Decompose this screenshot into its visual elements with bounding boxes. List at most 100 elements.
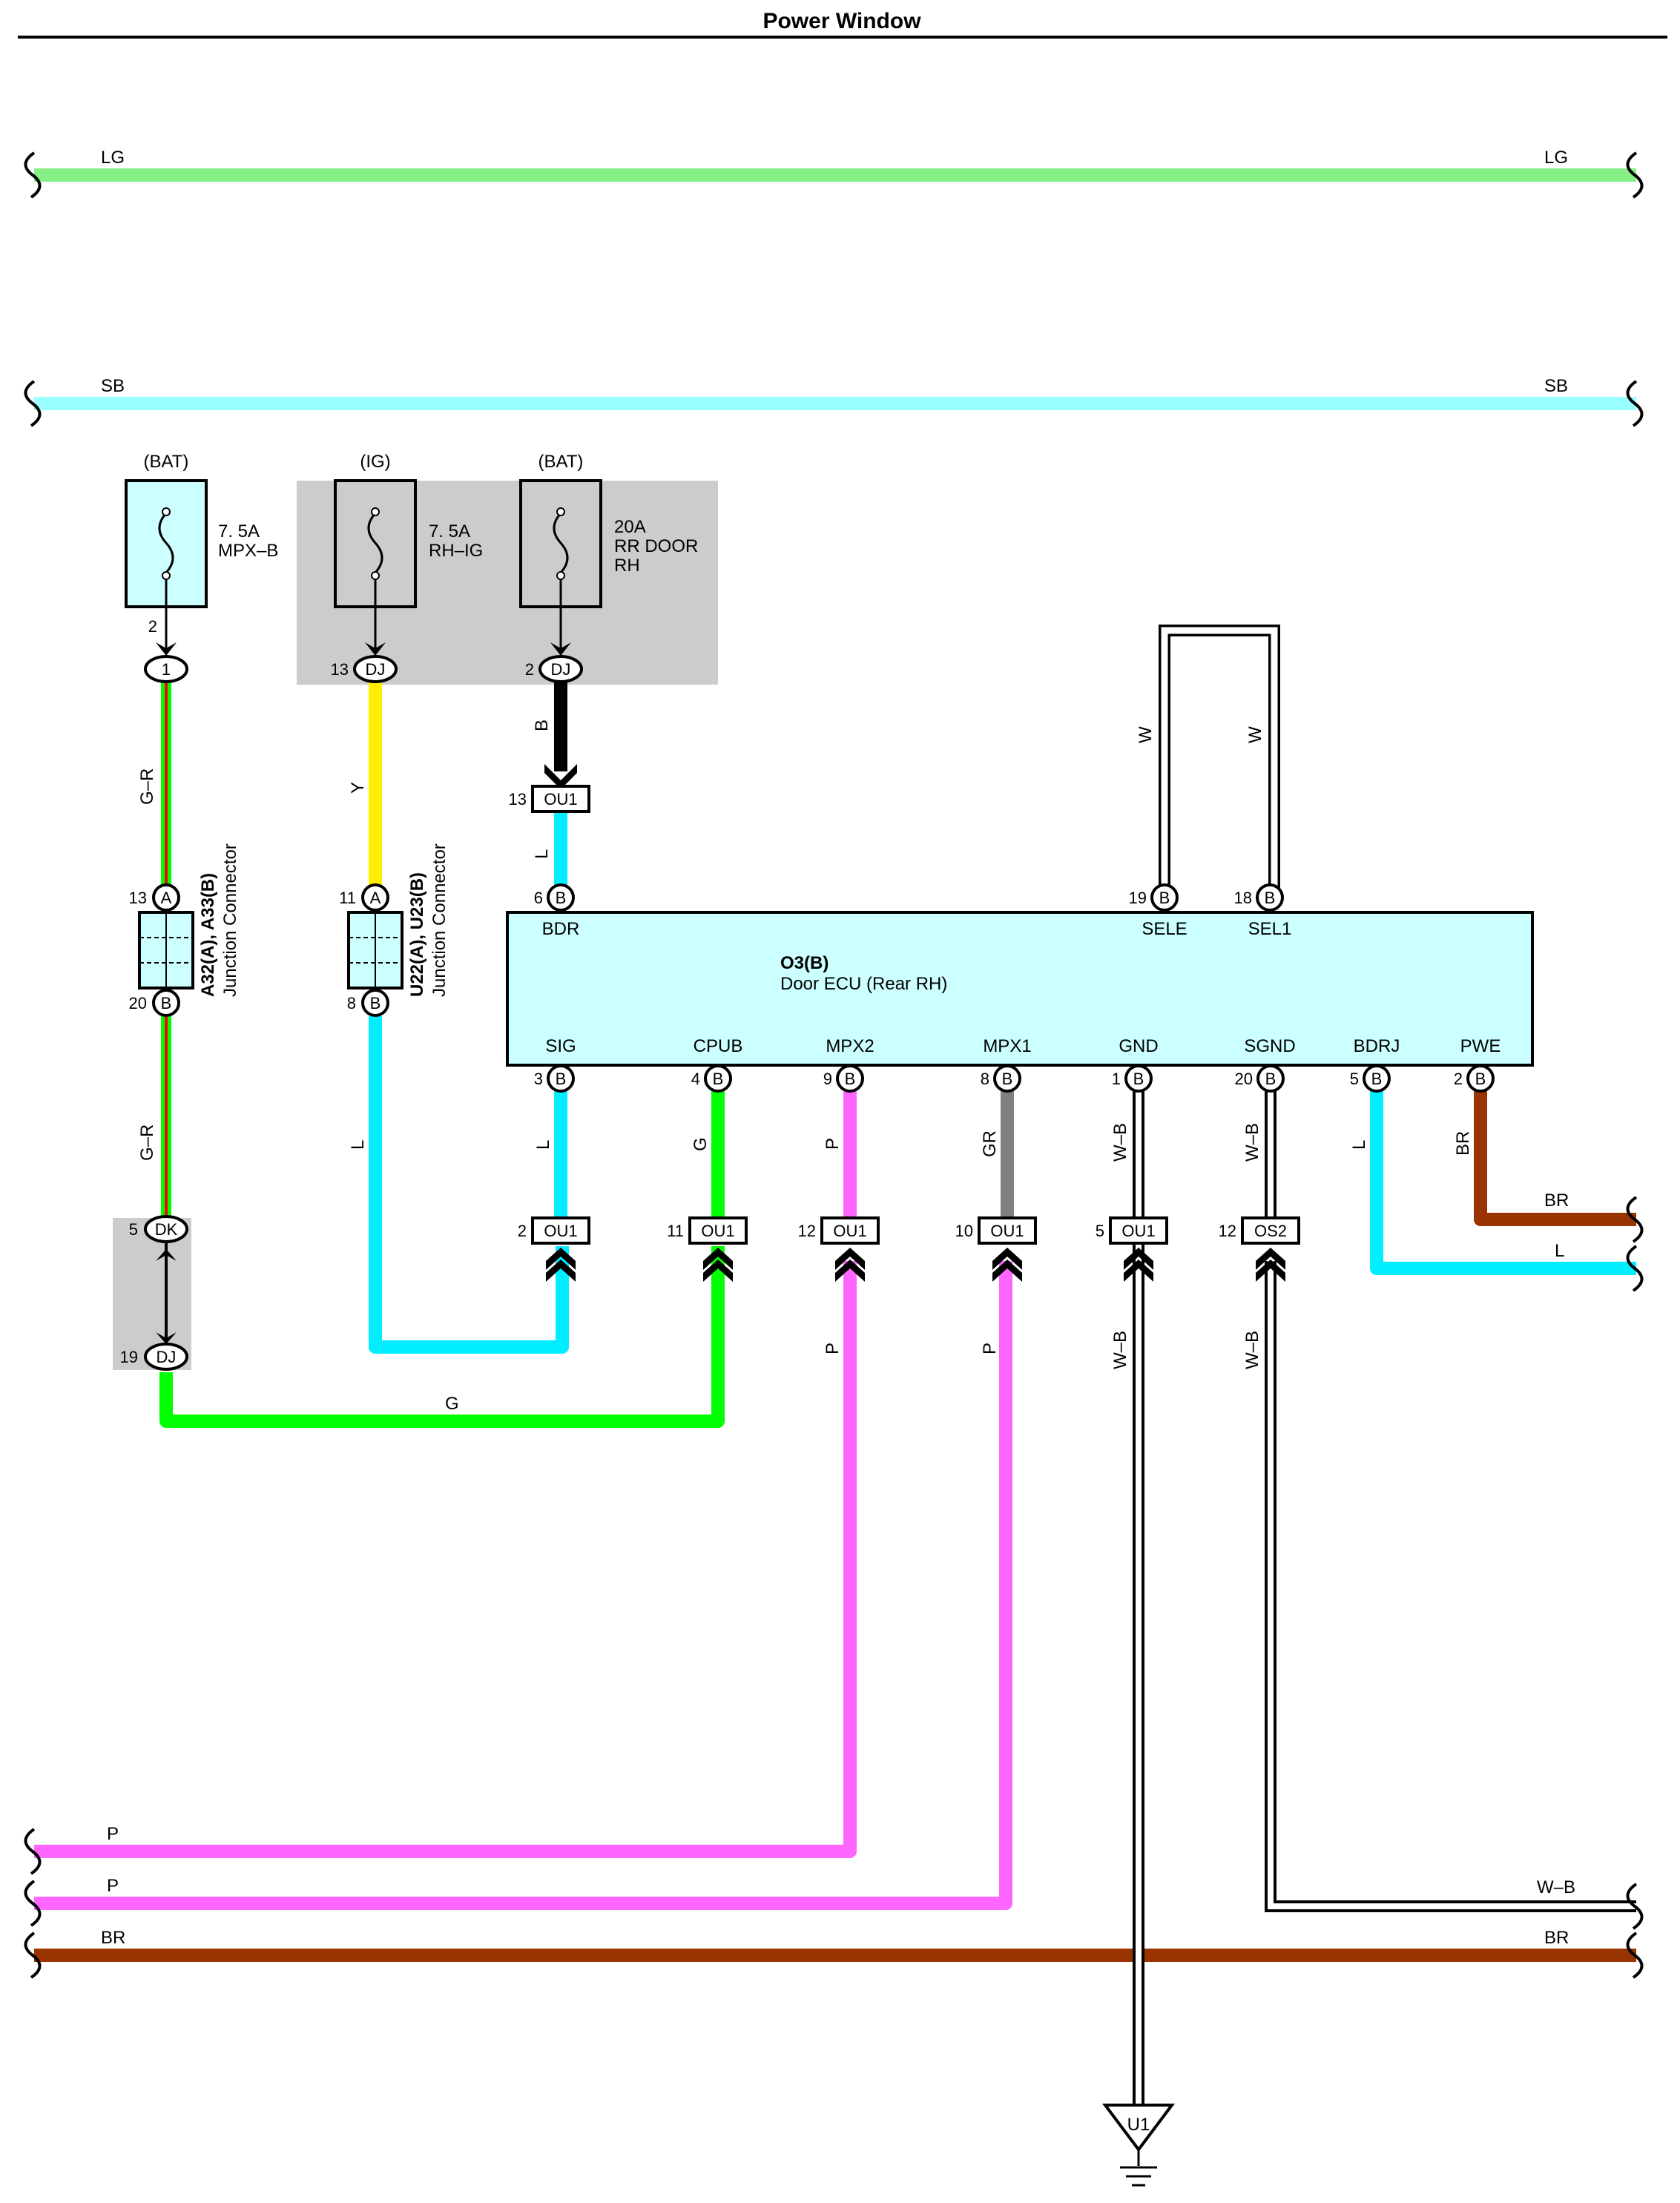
bus-lg: LG LG [24,148,1644,199]
ecu-pin-conn-mpx2: B [845,1070,856,1088]
jpin-0-num: 2 [148,617,157,636]
page-title: Power Window [762,9,921,33]
wire-label-p-low2: P [980,1343,1000,1354]
ecu-pin-num-pwe: 2 [1454,1070,1463,1088]
ecu-name: Door ECU (Rear RH) [780,974,947,994]
ecu-pin-num-sele: 19 [1129,889,1147,907]
ecu-bottom-wires [554,1090,1644,1292]
wire-label-l-right: L [1555,1241,1564,1261]
wire-label-sgnd: W–B [1242,1123,1262,1162]
fuse-3-source: (BAT) [538,452,584,472]
inline-conn-7 [1241,1216,1300,1245]
ecu-pin-label-bdrj: BDRJ [1354,1036,1400,1056]
ecu-pin-conn-sele: B [1159,889,1170,907]
fuse-rr-door-rh: (BAT) 20A RR DOOR RH [519,452,698,649]
wire-label-br-right: BR [1544,1191,1569,1211]
ecu-pin-conn-bdrj: B [1371,1070,1383,1088]
ecu-pins: B 6 B 19 B 18 B 3 B 4 B 9 B 8 B 1 B 20 B… [534,883,1495,1093]
inline-conn-4-name: OU1 [833,1222,866,1240]
jpin-8-conn: DK [155,1220,178,1239]
ground-symbol: U1 [1102,2104,1175,2187]
bus-lg-label-left: LG [101,148,125,168]
ecu-pin-num-sel1: 18 [1234,889,1252,907]
ecu-pin-num-bdrj: 5 [1350,1070,1359,1088]
wire-label-mpx1: GR [980,1130,1000,1157]
bus-br: BR BR [24,1928,1644,1979]
jpin-2-conn: DJ [366,660,386,679]
inline-conn-5-num: 10 [955,1222,973,1240]
fuse-1-rating: 7. 5A [218,521,260,541]
ecu-pin-num-bdr: 6 [534,889,543,907]
wire-w-loop: W W [1136,625,1280,890]
inline-conn-1-name: OU1 [544,790,577,809]
bus-p1-label: P [107,1824,119,1844]
inline-conn-6-num: 5 [1096,1222,1104,1240]
fuse-2-name: RH–IG [429,541,483,561]
junction-connector-2: U22(A), U23(B) Junction Connector [347,843,449,997]
wire-label-sig: L [533,1140,553,1150]
inline-conn-2-name: OU1 [544,1222,577,1240]
jpin-7-num: 8 [347,994,356,1012]
jpin-9-num: 19 [120,1348,138,1366]
jpin-5-conn: B [161,994,172,1012]
wire-label-gnd: W–B [1110,1123,1130,1162]
ecu-pin-conn-pwe: B [1475,1070,1486,1088]
jpin-3-num: 2 [525,660,534,679]
ecu-pin-conn-bdr: B [556,889,567,907]
junction-pins: 2 1 DJ 13 DJ 2 A 13 B 20 A 11 B 8 DK 5 D… [120,617,583,1371]
ecu-pin-label-cpub: CPUB [694,1036,743,1056]
inline-conn-3-name: OU1 [701,1222,734,1240]
inline-conn-3-num: 11 [667,1222,684,1240]
inline-conn-5 [978,1216,1037,1245]
bus-lg-label-right: LG [1544,148,1568,168]
bus-br-label-right: BR [1544,1928,1569,1948]
fuse-arrows [156,642,571,656]
ecu-id: O3(B) [780,953,829,973]
ecu-pin-num-gnd: 1 [1112,1070,1121,1088]
fuse-3-rating: 20A [614,517,646,537]
bus-sb: SB SB [24,376,1644,427]
ecu-pin-label-pwe: PWE [1460,1036,1501,1056]
junction-connector-2-desc: Junction Connector [429,843,449,997]
wire-label-l-left: L [348,1140,368,1150]
ecu-pin-label-sig: SIG [545,1036,576,1056]
junction-connector-1-id: A32(A), A33(B) [198,873,218,997]
fuse-3-name: RR DOOR [614,536,698,556]
ground-name: U1 [1127,2115,1150,2135]
bus-p2: P [24,1261,1012,1927]
jpin-6-conn: A [370,889,381,907]
fuse-2-source: (IG) [360,452,390,472]
inline-conn-2-num: 2 [518,1222,527,1240]
door-ecu: O3(B) Door ECU (Rear RH) BDR SELE SEL1 S… [506,911,1534,1067]
wire-label-cpub: G [691,1137,711,1151]
wire-gr-column: G–R G–R G [137,681,725,1428]
ecu-pin-num-mpx2: 9 [823,1070,832,1088]
jpin-2-num: 13 [331,660,349,679]
junction-connector-2-id: U22(A), U23(B) [407,872,427,997]
ecu-pin-label-gnd: GND [1119,1036,1158,1056]
wire-label-pwe: BR [1453,1131,1473,1156]
bus-p2-label: P [107,1876,119,1896]
wire-label-w1: W [1136,726,1156,743]
wire-label-wb-low1: W–B [1110,1331,1130,1369]
fuse-1-source: (BAT) [144,452,189,472]
ecu-pin-conn-sel1: B [1265,889,1276,907]
wire-label-bdrj: L [1349,1140,1369,1150]
bus-sb-label-right: SB [1544,376,1568,396]
inline-conn-7-name: OS2 [1254,1222,1287,1240]
jpin-9-conn: DJ [157,1348,177,1366]
ecu-pin-conn-sig: B [556,1070,567,1088]
inline-conn-5-name: OU1 [990,1222,1024,1240]
fuse-3-name2: RH [614,556,640,576]
bus-sb-label-left: SB [101,376,125,396]
inline-conn-7-num: 12 [1219,1222,1236,1240]
ecu-pin-label-sgnd: SGND [1244,1036,1295,1056]
junction-connector-1-desc: Junction Connector [220,843,240,997]
wire-label-g-bottom: G [445,1394,459,1414]
jpin-8-num: 5 [129,1220,138,1239]
inline-connectors: OU1 13 OU1 2 OU1 11 OU1 12 OU1 10 OU1 5 … [509,785,1300,1282]
jpin-7-conn: B [370,994,381,1012]
ecu-pin-num-mpx1: 8 [981,1070,989,1088]
bus-br-label-left: BR [101,1928,125,1948]
